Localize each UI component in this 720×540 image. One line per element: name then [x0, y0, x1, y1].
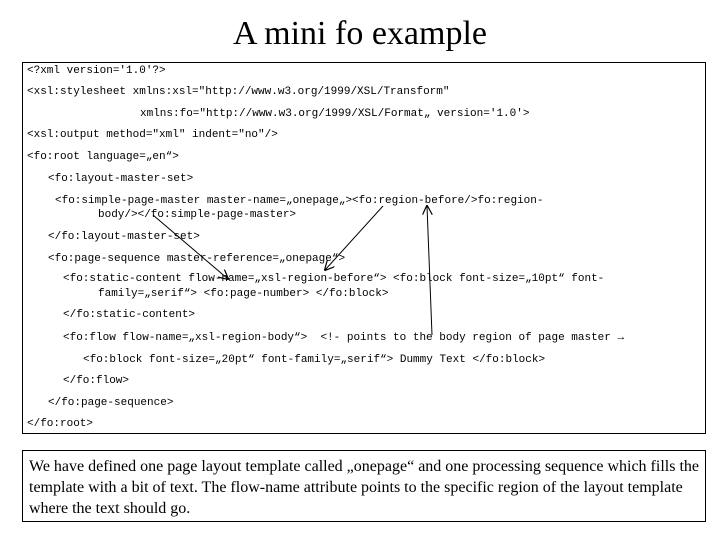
code-listing: <?xml version='1.0'?> <xsl:stylesheet xm…: [22, 62, 706, 434]
code-line: </fo:flow>: [63, 375, 130, 387]
code-line: <fo:page-sequence master-reference=„onep…: [48, 253, 346, 265]
description-box: We have defined one page layout template…: [22, 450, 706, 522]
code-line: <xsl:stylesheet xmlns:xsl="http://www.w3…: [27, 86, 450, 98]
code-line: <fo:static-content flow-name=„xsl-region…: [63, 273, 605, 285]
code-line: <fo:root language=„en“>: [27, 151, 179, 163]
code-line: </fo:static-content>: [63, 309, 196, 321]
code-line: </fo:page-sequence>: [48, 397, 174, 409]
code-line: <xsl:output method="xml" indent="no"/>: [27, 129, 278, 141]
code-line: body/></fo:simple-page-master>: [98, 209, 297, 221]
code-line: <fo:flow flow-name=„xsl-region-body“> <!…: [63, 332, 625, 344]
code-line: <fo:block font-size=„20pt“ font-family=„…: [83, 354, 546, 366]
code-line: family=„serif“> <fo:page-number> </fo:bl…: [98, 288, 389, 300]
code-line: <?xml version='1.0'?>: [27, 65, 166, 77]
slide-title: A mini fo example: [232, 15, 487, 52]
code-line: <fo:layout-master-set>: [48, 173, 194, 185]
code-line: </fo:layout-master-set>: [48, 231, 200, 243]
code-line: </fo:root>: [27, 418, 94, 430]
code-line: xmlns:fo="http://www.w3.org/1999/XSL/For…: [140, 108, 530, 120]
code-line: <fo:simple-page-master master-name=„onep…: [55, 195, 544, 207]
